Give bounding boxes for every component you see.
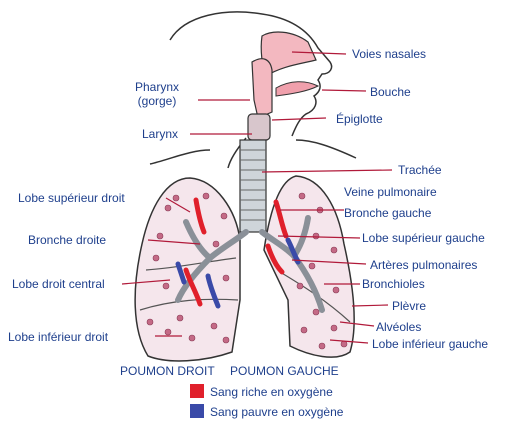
- legend-swatch-oxygen-poor: [190, 404, 204, 418]
- label-pharynx-line2: (gorge): [137, 94, 177, 108]
- legend-swatch-oxygen-rich: [190, 384, 204, 398]
- label-bronche-droite: Bronche droite: [28, 233, 107, 247]
- legend-label-oxygen-poor: Sang pauvre en oxygène: [210, 405, 344, 419]
- label-lobe-droit-central: Lobe droit central: [12, 277, 105, 291]
- label-lobe-superieur-gauche: Lobe supérieur gauche: [362, 231, 485, 245]
- label-larynx: Larynx: [142, 127, 179, 141]
- alveoli-clusters: [146, 192, 348, 350]
- oxygen-rich-vessels: [183, 197, 289, 307]
- label-lobe-inferieur-gauche: Lobe inférieur gauche: [372, 337, 489, 351]
- label-plevre: Plèvre: [392, 299, 427, 313]
- label-arteres-pulmonaires: Artères pulmonaires: [370, 258, 478, 272]
- label-poumon-droit: POUMON DROIT: [120, 364, 215, 378]
- label-poumon-gauche: POUMON GAUCHE: [230, 364, 339, 378]
- leader-lines: [121, 51, 393, 344]
- label-bronchioles: Bronchioles: [362, 277, 425, 291]
- legend-label-oxygen-rich: Sang riche en oxygène: [210, 385, 333, 399]
- label-lobe-inferieur-droit: Lobe inférieur droit: [8, 330, 109, 344]
- label-epiglotte: Épiglotte: [336, 112, 383, 126]
- larynx: [247, 113, 271, 141]
- label-voies-nasales: Voies nasales: [352, 47, 427, 61]
- label-bouche: Bouche: [370, 85, 411, 99]
- label-trachee: Trachée: [398, 163, 442, 177]
- trachea: [239, 139, 267, 233]
- pharynx: [251, 58, 273, 119]
- label-lobe-superieur-droit: Lobe supérieur droit: [18, 191, 125, 205]
- mouth: [275, 81, 320, 97]
- label-alveoles: Alvéoles: [376, 320, 422, 334]
- label-veine-pulmonaire: Veine pulmonaire: [344, 185, 437, 199]
- label-pharynx-line1: Pharynx: [134, 80, 180, 94]
- label-pharynx: Pharynx (gorge): [112, 80, 202, 108]
- label-bronche-gauche: Bronche gauche: [344, 206, 432, 220]
- trachea-rings: [240, 149, 266, 221]
